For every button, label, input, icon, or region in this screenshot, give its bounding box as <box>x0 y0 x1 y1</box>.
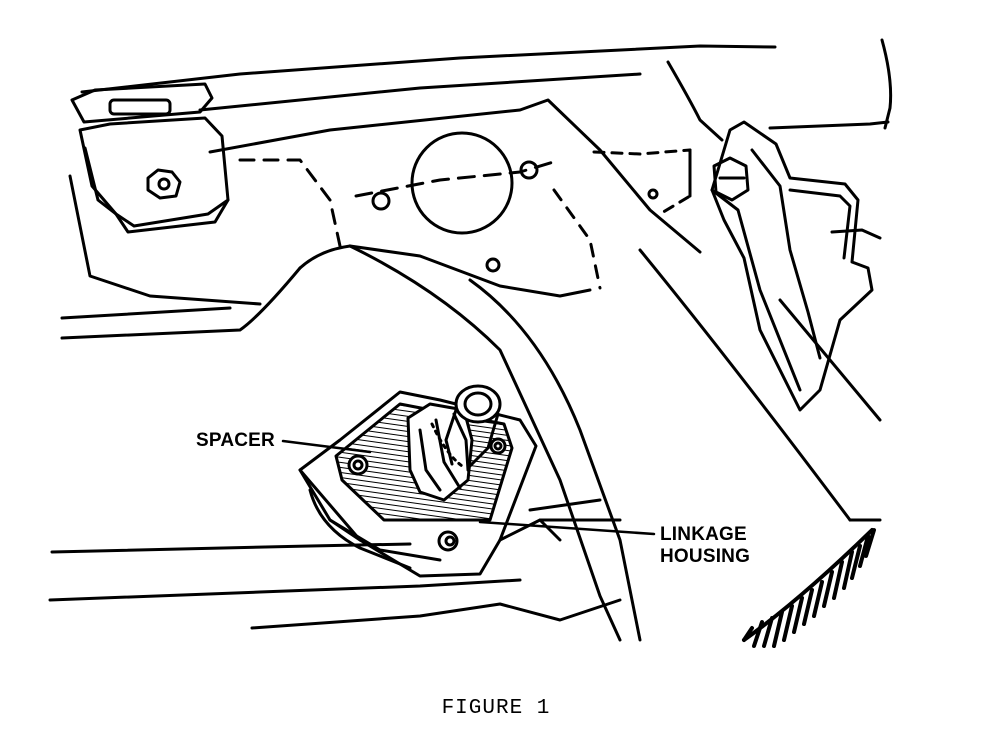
coil-spring <box>742 528 876 648</box>
frame-rail <box>348 244 882 642</box>
linkage-housing-callout-label-line2: HOUSING <box>660 546 751 567</box>
splined-shaft-icon <box>406 384 502 502</box>
upper-panel-lines <box>80 38 893 142</box>
spacer-callout-label: SPACER <box>196 430 275 451</box>
figure-caption: FIGURE 1 <box>441 697 551 720</box>
side-bolt-icon <box>712 156 750 202</box>
linkage-housing-callout-label-line1: LINKAGE <box>660 524 747 545</box>
crossmember <box>60 98 702 340</box>
bracket-bolt-icon <box>146 168 182 200</box>
lower-rails <box>48 498 622 630</box>
linkage-housing <box>298 390 562 578</box>
left-mount-bracket <box>70 82 230 234</box>
right-side-bracket <box>710 120 882 412</box>
spacer-leader <box>281 439 372 454</box>
linkage-housing-leader <box>478 520 656 536</box>
